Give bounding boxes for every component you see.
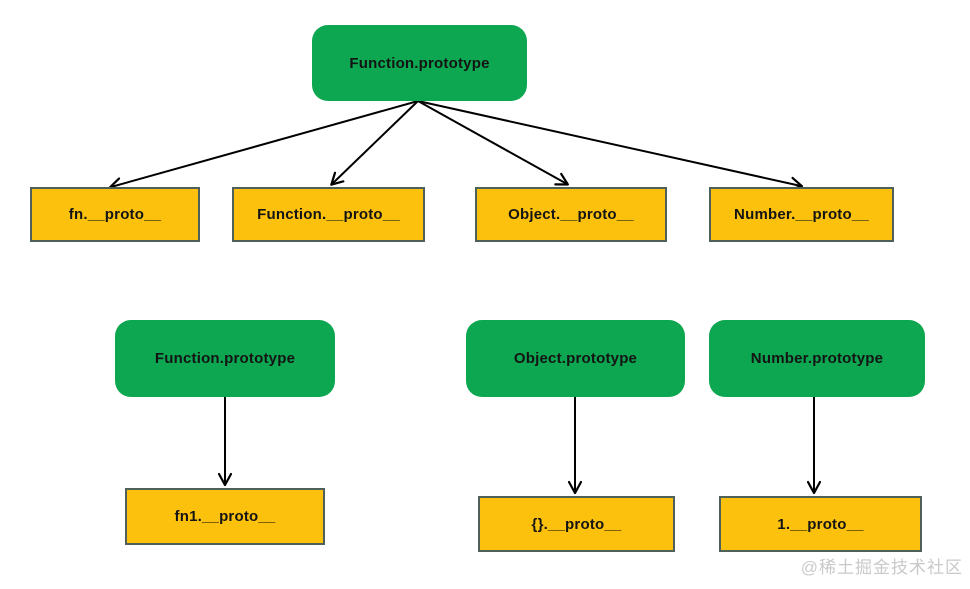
- node-1-proto: 1.__proto__: [719, 496, 922, 552]
- node-function-proto: Function.__proto__: [232, 187, 425, 242]
- node-label: fn1.__proto__: [174, 508, 276, 525]
- node-number-proto: Number.__proto__: [709, 187, 894, 242]
- node-function-prototype-lower: Function.prototype: [115, 320, 335, 397]
- arrow-top-to-number-proto: [417, 100, 804, 191]
- node-label: Object.prototype: [513, 350, 638, 367]
- watermark-juejin-community: @稀土掘金技术社区: [800, 558, 963, 577]
- node-fn1-proto: fn1.__proto__: [125, 488, 325, 545]
- arrow-top-to-object-proto: [417, 100, 569, 186]
- node-label: 1.__proto__: [777, 515, 864, 533]
- arrow-top-to-fn-proto: [108, 100, 419, 192]
- node-object-proto: Object.__proto__: [475, 187, 667, 242]
- arrow-top-to-function-proto: [330, 100, 419, 186]
- node-function-prototype-top: Function.prototype: [312, 25, 527, 101]
- node-label: Number.prototype: [750, 350, 884, 367]
- node-number-prototype: Number.prototype: [709, 320, 925, 397]
- node-object-prototype: Object.prototype: [466, 320, 685, 397]
- node-objliteral-proto: {}.__proto__: [478, 496, 675, 552]
- node-label: Function.prototype: [154, 350, 296, 367]
- node-label: Function.__proto__: [257, 206, 400, 223]
- node-fn-proto: fn.__proto__: [30, 187, 200, 242]
- node-label: Object.__proto__: [508, 206, 634, 223]
- node-label: fn.__proto__: [68, 206, 162, 223]
- node-label: Number.__proto__: [734, 206, 869, 223]
- node-label: {}.__proto__: [531, 515, 622, 533]
- node-label: Function.prototype: [349, 54, 490, 72]
